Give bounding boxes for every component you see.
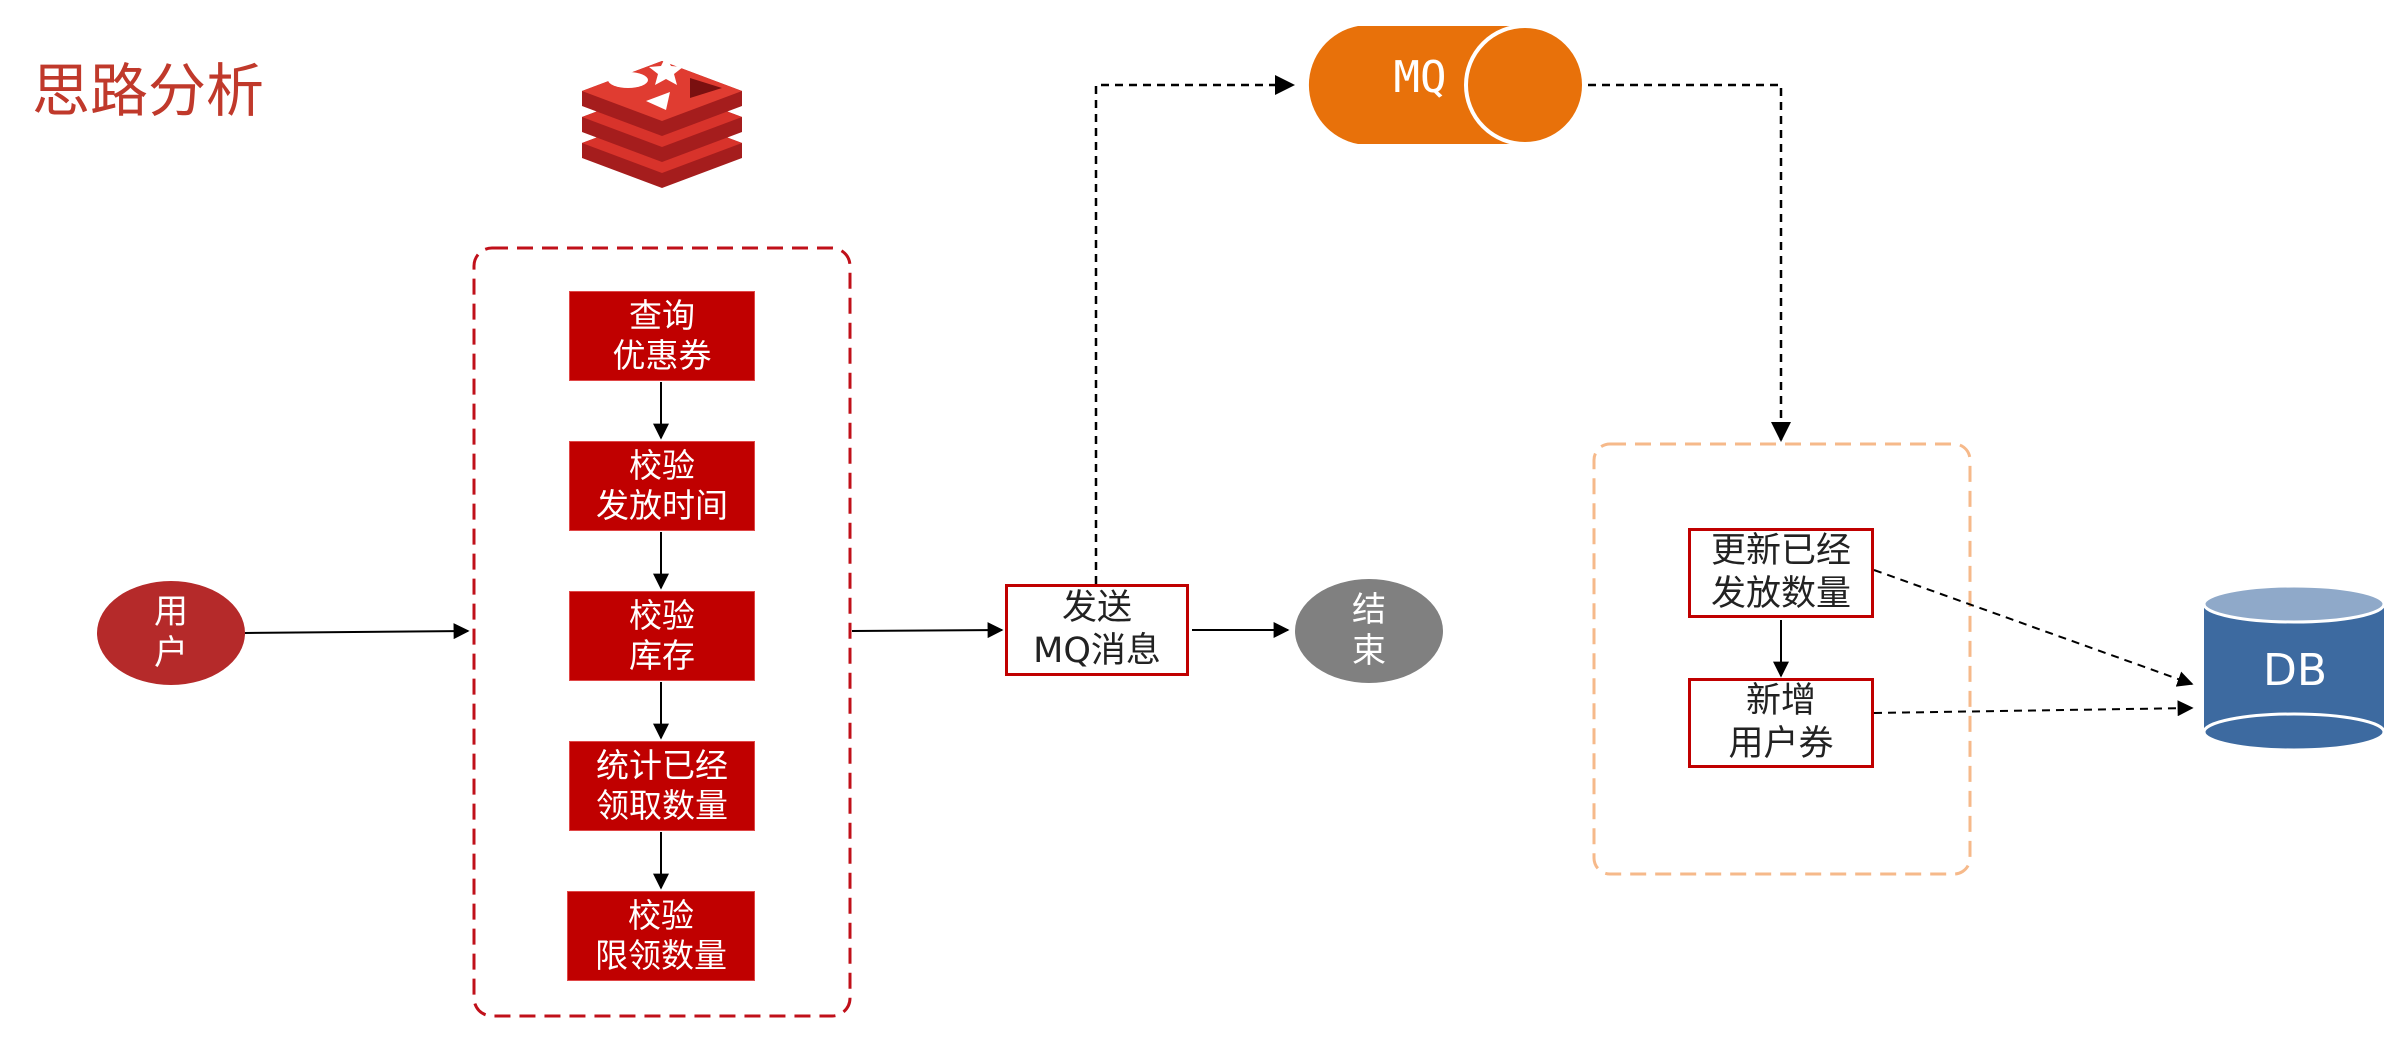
- step-check-stock: 校验 库存: [569, 591, 755, 681]
- arrow-mq-to-consumer: [1588, 83, 1791, 442]
- consumer-boundary: [1592, 442, 1972, 876]
- page-title: 思路分析: [32, 57, 265, 125]
- end-label-line2: 束: [1352, 631, 1386, 671]
- user-label-line1: 用: [154, 591, 188, 632]
- step-label: 查询: [629, 295, 695, 335]
- step-label: 领取数量: [596, 786, 728, 825]
- add-user-coupon-node: 新增 用户券: [1688, 678, 1874, 768]
- user-node: 用 户: [97, 581, 245, 685]
- arrow-user-to-flow: [244, 623, 470, 640]
- redis-boundary: [472, 246, 852, 1018]
- mq-label: MQ: [1393, 52, 1447, 103]
- send-mq-label-line2: MQ消息: [1033, 631, 1161, 671]
- step-label: 校验: [629, 445, 695, 485]
- end-node: 结 束: [1295, 579, 1443, 683]
- step-label: 限领数量: [595, 936, 727, 975]
- step-check-time: 校验 发放时间: [569, 441, 755, 531]
- send-mq-node: 发送 MQ消息: [1005, 584, 1189, 676]
- step-label: 统计已经: [596, 745, 728, 785]
- update-issued-count-node: 更新已经 发放数量: [1688, 528, 1874, 618]
- step-query-coupon: 查询 优惠券: [569, 291, 755, 381]
- arrow-send-to-mq: [1094, 75, 1295, 584]
- step-label: 校验: [629, 595, 695, 635]
- send-mq-label-line1: 发送: [1061, 588, 1132, 629]
- step-check-limit: 校验 限领数量: [567, 891, 755, 981]
- step-label: 优惠券: [612, 336, 712, 375]
- arrow-add-to-db: [1873, 700, 2194, 717]
- step-label: 库存: [629, 636, 695, 675]
- db-label: DB: [2262, 645, 2328, 696]
- consumer-step-label: 更新已经: [1710, 531, 1851, 572]
- mq-cylinder-icon: [1308, 24, 1586, 146]
- consumer-step-label: 新增: [1745, 681, 1816, 722]
- consumer-step-label: 发放数量: [1710, 574, 1851, 614]
- end-label-line1: 结: [1352, 589, 1386, 630]
- database-icon: [2202, 584, 2386, 752]
- redis-logo-icon: [582, 56, 742, 188]
- arrow-update-to-db: [1873, 569, 2194, 687]
- step-label: 校验: [628, 895, 694, 935]
- consumer-step-label: 用户券: [1728, 724, 1834, 764]
- step-label: 发放时间: [596, 486, 728, 525]
- user-label-line2: 户: [154, 633, 188, 673]
- arrow-flow-to-send: [851, 622, 1004, 639]
- step-count-received: 统计已经 领取数量: [569, 741, 755, 831]
